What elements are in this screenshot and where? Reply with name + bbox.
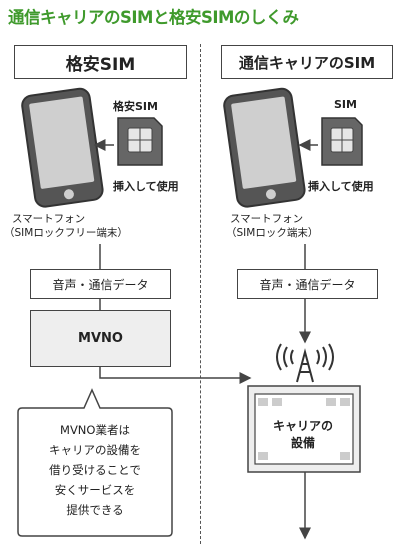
carrier-line1: キャリアの	[272, 419, 333, 433]
left-phone-label-line2: （SIMロックフリー端末）	[4, 227, 128, 239]
left-phone-label-line1: スマートフォン	[12, 213, 86, 225]
right-smartphone-icon	[223, 87, 306, 208]
callout-line: 借り受けることで	[49, 463, 141, 477]
left-sim-card-icon	[117, 117, 163, 166]
carrier-building-icon	[247, 385, 361, 473]
antenna-tower-icon	[276, 343, 334, 383]
right-header: 通信キャリアのSIM	[221, 45, 393, 79]
callout-text: MVNO業者は キャリアの設備を 借り受けることで 安くサービスを 提供できる	[20, 420, 170, 520]
left-data-box: 音声・通信データ	[30, 269, 171, 299]
right-phone-label-line2: （SIMロック端末）	[226, 227, 319, 239]
right-phone-label-line1: スマートフォン	[230, 213, 304, 225]
callout-line: キャリアの設備を	[49, 443, 141, 457]
callout-line: 提供できる	[66, 503, 124, 517]
left-header: 格安SIM	[14, 45, 187, 79]
left-sim-label: 格安SIM	[113, 100, 158, 113]
right-sim-card-icon	[321, 117, 363, 166]
mvno-to-carrier-arrow	[99, 367, 252, 384]
carrier-facility-label: キャリアの 設備	[268, 418, 338, 452]
carrier-line2: 設備	[290, 436, 315, 450]
right-sim-label: SIM	[334, 98, 357, 111]
page-title: 通信キャリアのSIMと格安SIMのしくみ	[8, 8, 299, 27]
callout-line: MVNO業者は	[60, 423, 130, 437]
callout-bubble	[17, 388, 173, 537]
right-data-box: 音声・通信データ	[237, 269, 378, 299]
left-smartphone-icon	[21, 87, 104, 208]
left-insert-label: 挿入して使用	[113, 180, 179, 193]
column-divider	[200, 44, 201, 544]
callout-line: 安くサービスを	[54, 483, 136, 497]
mvno-box: MVNO	[30, 310, 171, 367]
right-insert-label: 挿入して使用	[308, 180, 374, 193]
